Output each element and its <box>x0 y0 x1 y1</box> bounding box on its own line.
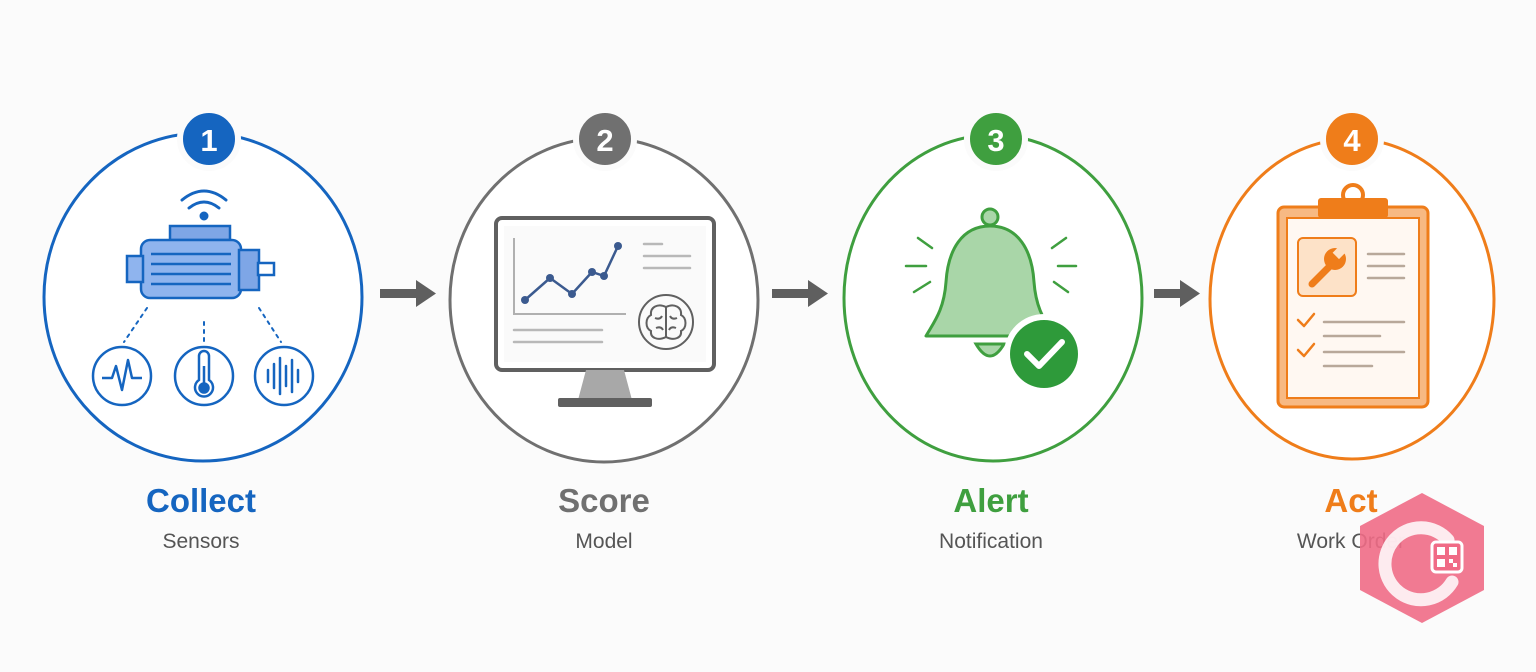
arrow-1 <box>380 280 436 307</box>
step-1-subtitle: Sensors <box>162 530 240 553</box>
step-3-alert: 3 <box>842 107 1144 463</box>
step-1-badge <box>177 107 241 171</box>
line-chart-icon <box>513 238 626 315</box>
step-3-badge <box>964 107 1028 171</box>
sound-wave-icon <box>253 345 315 407</box>
motor-with-sensors-icon <box>91 189 315 407</box>
arrow-2 <box>772 280 828 307</box>
checkmark-icon <box>1296 312 1316 358</box>
monitor-chart-brain-icon <box>494 216 716 407</box>
step-3-title: Alert <box>953 482 1029 519</box>
step-2-number: 2 <box>596 123 613 158</box>
step-2-subtitle: Model <box>575 530 633 553</box>
vibration-wave-icon <box>91 345 153 407</box>
thermometer-icon <box>173 345 235 407</box>
step-1-collect: 1 <box>42 107 364 463</box>
wifi-icon <box>180 189 228 221</box>
step-2-badge <box>573 107 637 171</box>
motor-icon <box>125 224 276 300</box>
step-2-title: Score <box>558 482 650 519</box>
step-3-subtitle: Notification <box>939 530 1043 553</box>
step-1-number: 1 <box>200 123 217 158</box>
step-4-number: 4 <box>1343 123 1361 158</box>
wrench-icon <box>1308 245 1347 288</box>
step-4-act: 4 <box>1208 107 1496 461</box>
clipboard-wrench-icon <box>1276 183 1430 409</box>
step-2-score: 2 <box>448 107 760 464</box>
brain-icon <box>638 294 694 350</box>
check-circle-icon <box>1004 314 1084 394</box>
bell-check-icon <box>904 207 1084 394</box>
step-1-title: Collect <box>145 482 257 519</box>
watermark-logo-icon <box>1360 493 1484 623</box>
step-3-number: 3 <box>987 123 1004 158</box>
step-4-title: Act <box>1324 482 1378 519</box>
step-4-badge <box>1320 107 1384 171</box>
arrow-3 <box>1154 280 1200 307</box>
